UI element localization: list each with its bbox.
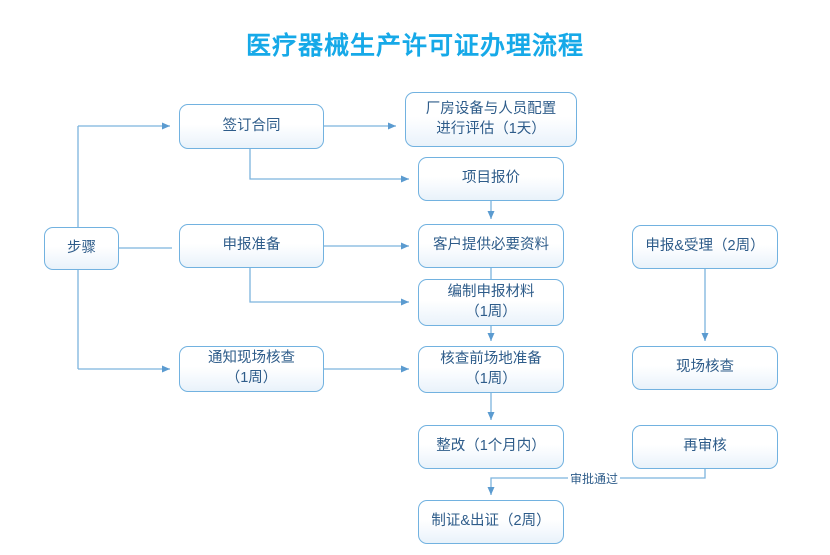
node-compile-materials[interactable]: 编制申报材料 （1周） xyxy=(418,279,564,326)
wire-prepare-to-compile xyxy=(249,268,409,306)
node-declaration-preparation[interactable]: 申报准备 xyxy=(179,224,324,268)
node-application-acceptance[interactable]: 申报&受理（2周） xyxy=(632,225,778,269)
node-site-preparation[interactable]: 核查前场地准备 （1周） xyxy=(418,346,564,393)
node-notify-onsite-inspection[interactable]: 通知现场核查 （1周） xyxy=(179,346,324,392)
node-onsite-inspection[interactable]: 现场核查 xyxy=(632,346,778,390)
node-customer-documents[interactable]: 客户提供必要资料 xyxy=(418,224,564,268)
node-re-review[interactable]: 再审核 xyxy=(632,425,778,469)
node-sign-contract[interactable]: 签订合同 xyxy=(179,104,324,149)
node-project-quotation[interactable]: 项目报价 xyxy=(418,157,564,201)
node-start[interactable]: 步骤 xyxy=(44,227,119,270)
node-rectification[interactable]: 整改（1个月内） xyxy=(418,425,564,469)
node-certificate-issuance[interactable]: 制证&出证（2周） xyxy=(418,500,564,544)
page-title: 医疗器械生产许可证办理流程 xyxy=(245,32,584,60)
node-facility-assessment[interactable]: 厂房设备与人员配置 进行评估（1天） xyxy=(405,92,577,147)
wire-contract-to-quote xyxy=(249,149,409,183)
edge-label-approved: 审批通过 xyxy=(568,470,621,487)
